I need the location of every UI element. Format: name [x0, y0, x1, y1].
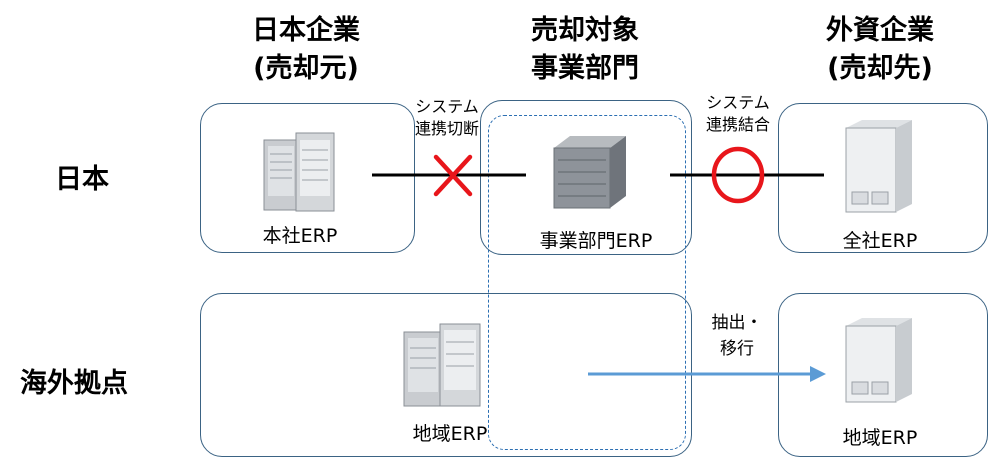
join-link-label-line1: システム: [706, 93, 770, 112]
carve-out-boundary: [488, 115, 686, 450]
regional-erp-buyer-label: 地域ERP: [842, 427, 918, 449]
cabinet-server-icon: [845, 318, 912, 403]
migrate-label: 抽出・ 移行: [692, 310, 782, 362]
column-header-target-line2: 事業部門: [531, 53, 639, 84]
row-header-japan: 日本: [55, 164, 109, 195]
column-header-seller-line2: (売却元): [253, 53, 359, 84]
cut-link-label-line2: 連携切断: [414, 119, 479, 138]
column-header-buyer-line2: (売却先): [827, 53, 933, 84]
join-link-label: システム 連携結合: [688, 92, 788, 136]
join-circle-icon: [711, 146, 765, 204]
cut-link-label: システム 連携切断: [397, 96, 497, 140]
migrate-label-line1: 抽出・: [711, 313, 763, 333]
column-header-buyer-line1: 外資企業: [826, 15, 934, 46]
cut-link-label-line1: システム: [415, 97, 479, 116]
tower-server-icon: [553, 136, 626, 209]
migrate-label-line2: 移行: [720, 339, 754, 359]
column-header-buyer: 外資企業 (売却先): [800, 12, 960, 88]
cabinet-server-icon: [845, 120, 912, 213]
division-erp-box: [480, 100, 692, 255]
join-link-label-line2: 連携結合: [705, 115, 770, 134]
row-header-overseas: 海外拠点: [20, 368, 128, 399]
regional-erp-seller-label: 地域ERP: [412, 423, 488, 445]
cut-x-icon: [433, 154, 473, 197]
hq-erp-label: 本社ERP: [262, 225, 338, 247]
company-erp-box: [778, 103, 988, 253]
column-header-seller: 日本企業 (売却元): [226, 12, 386, 88]
column-header-target: 売却対象 事業部門: [505, 12, 665, 88]
migrate-arrow: [588, 366, 826, 382]
server-rack-icon: [263, 132, 335, 212]
column-header-seller-line1: 日本企業: [252, 15, 360, 46]
hq-erp-box: [200, 103, 415, 253]
company-erp-label: 全社ERP: [842, 230, 918, 252]
column-header-target-line1: 売却対象: [531, 15, 639, 46]
division-erp-label: 事業部門ERP: [539, 230, 653, 252]
server-rack-icon: [403, 323, 481, 407]
